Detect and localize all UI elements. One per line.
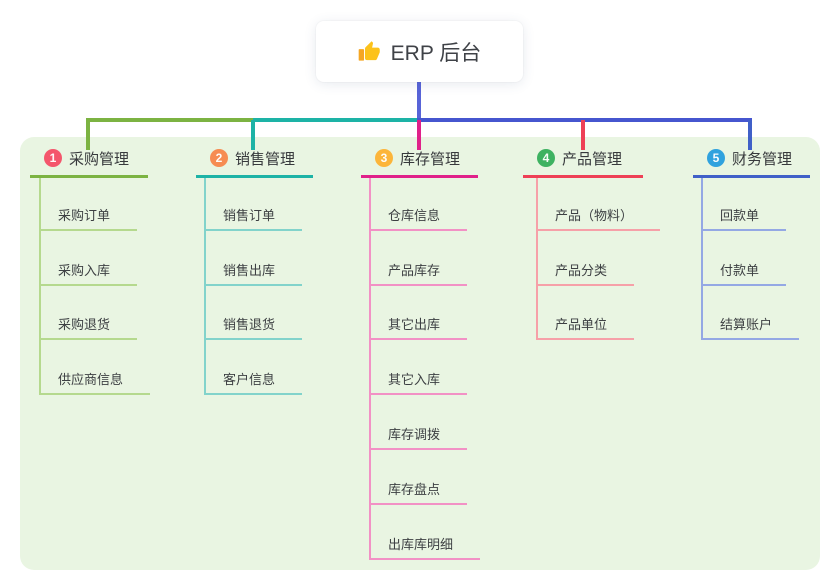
mindmap-item[interactable]: 回款单 (701, 201, 787, 231)
mindmap-item-label: 库存盘点 (388, 482, 441, 497)
branch-label: 产品管理 (562, 150, 623, 168)
mindmap-item[interactable]: 仓库信息 (369, 201, 468, 231)
branch-number: 5 (712, 151, 720, 165)
mindmap-item[interactable]: 其它出库 (369, 310, 468, 340)
mindmap-item[interactable]: 客户信息 (204, 365, 303, 395)
root-connector-line (417, 82, 421, 122)
branch-drop-line (86, 120, 90, 150)
mindmap-item-label: 采购退货 (58, 317, 111, 332)
mindmap-item[interactable]: 销售退货 (204, 310, 303, 340)
branch-number: 4 (542, 151, 550, 165)
branch-number-badge: 1 (44, 149, 62, 167)
branch-number-badge: 2 (210, 149, 228, 167)
mindmap-item[interactable]: 产品单位 (536, 310, 635, 340)
mindmap-item-label: 销售出库 (223, 263, 276, 278)
branch-number: 2 (215, 151, 223, 165)
mindmap-item[interactable]: 库存盘点 (369, 475, 468, 505)
root-node-label: ERP 后台 (390, 41, 482, 65)
branch-header-2[interactable]: 2 销售管理 (196, 147, 313, 178)
trunk-segment (253, 118, 419, 122)
child-connector-line (39, 178, 41, 395)
mindmap-item[interactable]: 出库库明细 (369, 530, 481, 560)
child-connector-line (204, 178, 206, 395)
mindmap-item-label: 客户信息 (223, 372, 276, 387)
branch-drop-line (748, 120, 752, 150)
mindmap-item[interactable]: 销售订单 (204, 201, 303, 231)
child-connector-line (536, 178, 538, 340)
mindmap-item-label: 库存调拨 (388, 427, 441, 442)
mindmap-item-label: 采购入库 (58, 263, 111, 278)
branch-number: 1 (49, 151, 57, 165)
branch-label: 销售管理 (235, 150, 296, 168)
mindmap-item-label: 产品库存 (388, 263, 441, 278)
mindmap-item[interactable]: 供应商信息 (39, 365, 151, 395)
branch-drop-line (581, 120, 585, 150)
mindmap-item-label: 其它出库 (388, 317, 441, 332)
branch-number: 3 (380, 151, 388, 165)
mindmap-item[interactable]: 结算账户 (701, 310, 800, 340)
branch-drop-line (251, 120, 255, 150)
mindmap-item[interactable]: 产品分类 (536, 256, 635, 286)
mindmap-item[interactable]: 采购订单 (39, 201, 138, 231)
child-connector-line (369, 178, 371, 560)
branch-header-4[interactable]: 4 产品管理 (523, 147, 643, 178)
mindmap-item-label: 采购订单 (58, 208, 111, 223)
branch-drop-line (417, 120, 421, 150)
thumbs-up-icon (358, 40, 381, 63)
mindmap-item[interactable]: 产品（物料） (536, 201, 661, 231)
branch-label: 库存管理 (400, 150, 461, 168)
mindmap-item[interactable]: 采购退货 (39, 310, 138, 340)
mindmap-item-label: 销售订单 (223, 208, 276, 223)
mindmap-item-label: 结算账户 (720, 317, 773, 332)
branch-number-badge: 3 (375, 149, 393, 167)
mindmap-item[interactable]: 销售出库 (204, 256, 303, 286)
mindmap-item-label: 产品（物料） (555, 208, 634, 223)
mindmap-item-label: 仓库信息 (388, 208, 441, 223)
mindmap-item[interactable]: 采购入库 (39, 256, 138, 286)
mindmap-item-label: 出库库明细 (388, 537, 454, 552)
mindmap-item-label: 销售退货 (223, 317, 276, 332)
branch-number-badge: 4 (537, 149, 555, 167)
mindmap-item-label: 供应商信息 (58, 372, 124, 387)
mindmap-item-label: 产品单位 (555, 317, 608, 332)
trunk-segment (86, 118, 255, 122)
mindmap-item-label: 付款单 (720, 263, 760, 278)
branch-label: 财务管理 (732, 150, 793, 168)
mindmap-item-label: 产品分类 (555, 263, 608, 278)
branch-header-1[interactable]: 1 采购管理 (30, 147, 148, 178)
branch-label: 采购管理 (69, 150, 130, 168)
mindmap-panel (20, 137, 820, 570)
mindmap-item[interactable]: 付款单 (701, 256, 787, 286)
mindmap-item[interactable]: 其它入库 (369, 365, 468, 395)
root-node-erp[interactable]: ERP 后台 (316, 21, 523, 82)
child-connector-line (701, 178, 703, 340)
mindmap-item-label: 其它入库 (388, 372, 441, 387)
mindmap-item-label: 回款单 (720, 208, 760, 223)
branch-number-badge: 5 (707, 149, 725, 167)
branch-header-5[interactable]: 5 财务管理 (693, 147, 810, 178)
mindmap-item[interactable]: 产品库存 (369, 256, 468, 286)
mindmap-item[interactable]: 库存调拨 (369, 420, 468, 450)
branch-header-3[interactable]: 3 库存管理 (361, 147, 478, 178)
